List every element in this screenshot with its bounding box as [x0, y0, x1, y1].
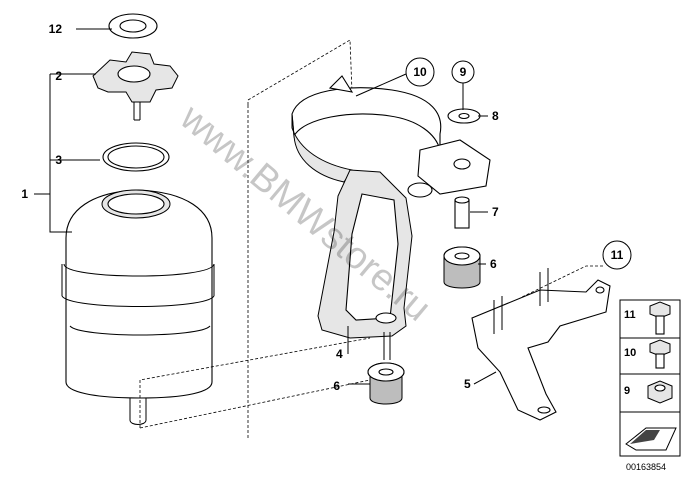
washer	[447, 108, 481, 124]
legend-label-9: 9	[624, 385, 630, 397]
diagram-code: 00163854	[626, 462, 666, 472]
callout-5: 5	[464, 377, 471, 391]
legend-label-10: 10	[624, 347, 636, 359]
seal-ring-top	[108, 13, 158, 39]
callout-6-upper: 6	[490, 257, 497, 271]
spacer-sleeve	[454, 196, 470, 229]
o-ring	[102, 142, 170, 172]
hex-nut-icon	[647, 380, 673, 404]
callout-10-circle: 10	[405, 57, 435, 87]
mounting-plate	[471, 268, 611, 421]
callout-9: 9	[460, 65, 467, 79]
callout-7: 7	[492, 205, 499, 219]
callout-11: 11	[611, 248, 624, 262]
callout-3: 3	[55, 153, 62, 167]
rubber-mount-upper	[443, 246, 481, 289]
support-bracket	[317, 169, 413, 339]
hex-bolt-long-icon	[649, 301, 671, 335]
callout-6-lower: 6	[333, 379, 340, 393]
callout-8: 8	[492, 109, 499, 123]
oil-reservoir	[61, 189, 215, 425]
strap-clamp	[291, 75, 491, 198]
callout-9-circle: 9	[451, 60, 475, 84]
legend-label-11: 11	[624, 309, 636, 321]
orientation-arrow-icon	[625, 427, 677, 451]
callout-2: 2	[55, 69, 62, 83]
reservoir-cap	[92, 51, 179, 121]
hardware-legend: 11 10 9	[619, 299, 681, 457]
callout-4: 4	[336, 347, 343, 361]
hex-bolt-short-icon	[649, 339, 671, 369]
callout-11-circle: 11	[602, 240, 632, 270]
callout-10: 10	[413, 65, 427, 79]
callout-12: 12	[49, 22, 63, 36]
callout-1: 1	[21, 187, 28, 201]
rubber-mount-lower	[367, 332, 405, 405]
